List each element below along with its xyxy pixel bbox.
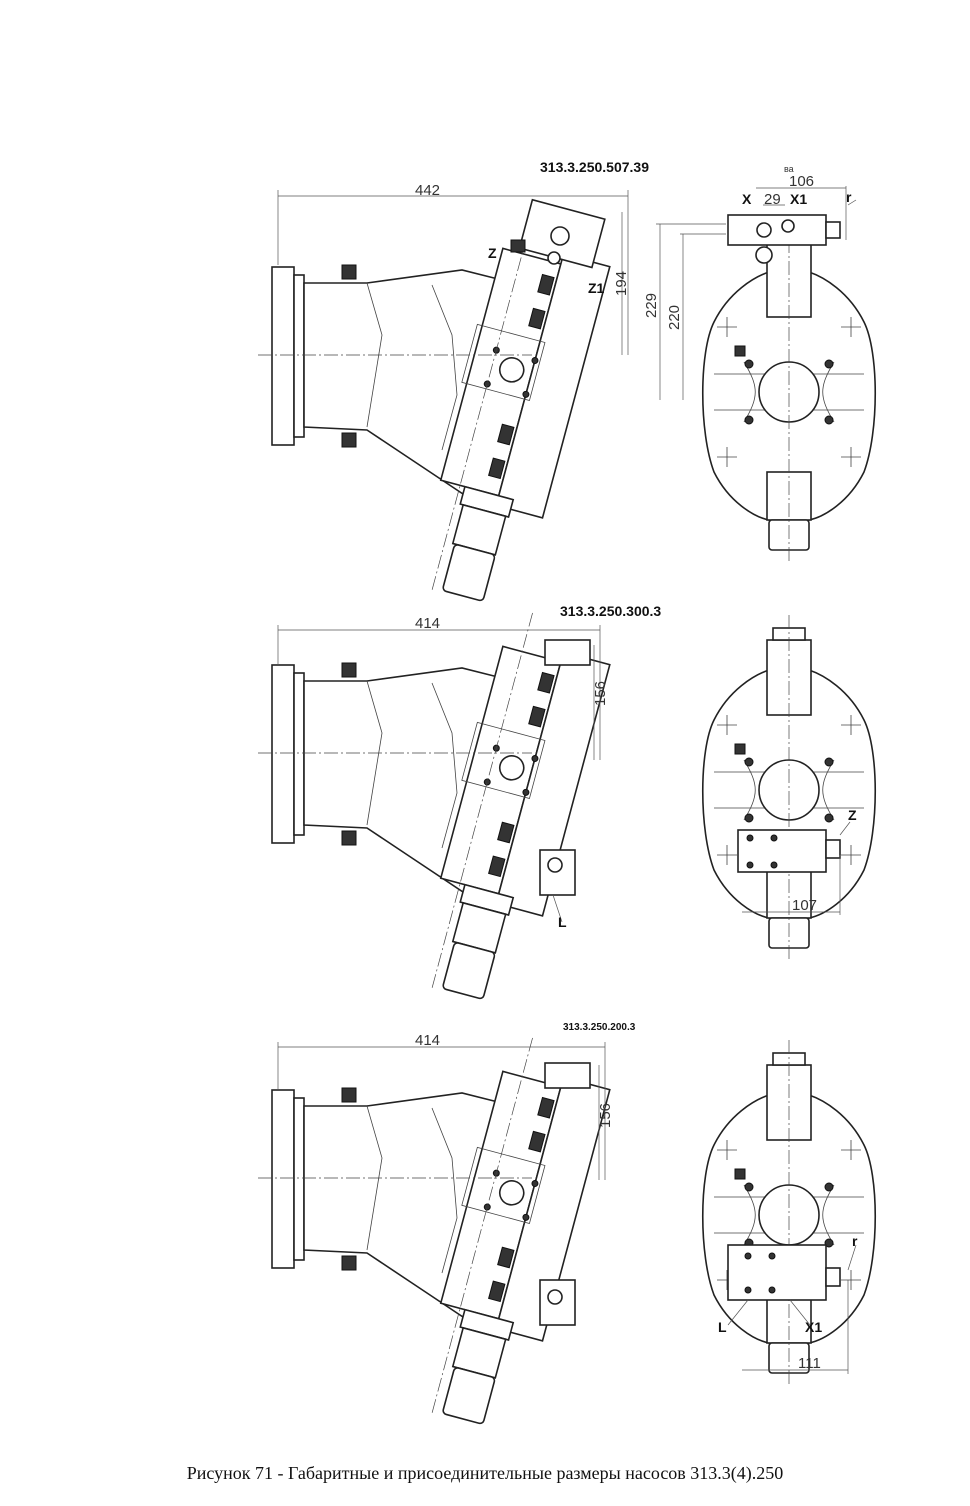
model-title-2: 313.3.250.300.3 xyxy=(560,603,661,619)
dim-29: 29 xyxy=(764,191,781,208)
model-title-1: 313.3.250.507.39 xyxy=(540,159,649,175)
port-x-label: X xyxy=(742,191,752,207)
dim-111: 111 xyxy=(798,1355,821,1372)
dim-106: 106 xyxy=(789,173,814,190)
view-3-side xyxy=(257,1030,619,1439)
dim-442: 442 xyxy=(415,182,440,199)
dim-156-a: 156 xyxy=(592,681,609,706)
dim-220: 220 xyxy=(666,305,683,330)
port-l-label-2: L xyxy=(558,914,567,930)
dim-194: 194 xyxy=(613,271,630,296)
port-l-label-3: L xyxy=(718,1319,727,1335)
view-1-side xyxy=(257,190,629,616)
side-note-1: ва xyxy=(784,164,794,174)
view-2-front xyxy=(701,614,877,961)
dim-414-a: 414 xyxy=(415,615,440,632)
port-z1-label: Z1 xyxy=(588,280,605,296)
port-r-label-3: r xyxy=(852,1233,858,1249)
view-1-front xyxy=(656,186,877,563)
port-x1-label-3: X1 xyxy=(805,1319,822,1335)
dim-229: 229 xyxy=(643,293,660,318)
figure-caption: Рисунок 71 - Габаритные и присоединитель… xyxy=(186,1463,784,1483)
port-r-label-1: r xyxy=(846,189,852,205)
view-3-front xyxy=(701,1039,877,1386)
port-x1-label: X1 xyxy=(790,191,807,207)
port-z-label-1: Z xyxy=(488,245,497,261)
dim-414-b: 414 xyxy=(415,1032,440,1049)
dim-156-b: 156 xyxy=(597,1103,614,1128)
model-title-3: 313.3.250.200.3 xyxy=(563,1022,636,1033)
port-z-label-2: Z xyxy=(848,807,857,823)
dim-107: 107 xyxy=(792,897,817,914)
view-2-side xyxy=(257,605,619,1014)
